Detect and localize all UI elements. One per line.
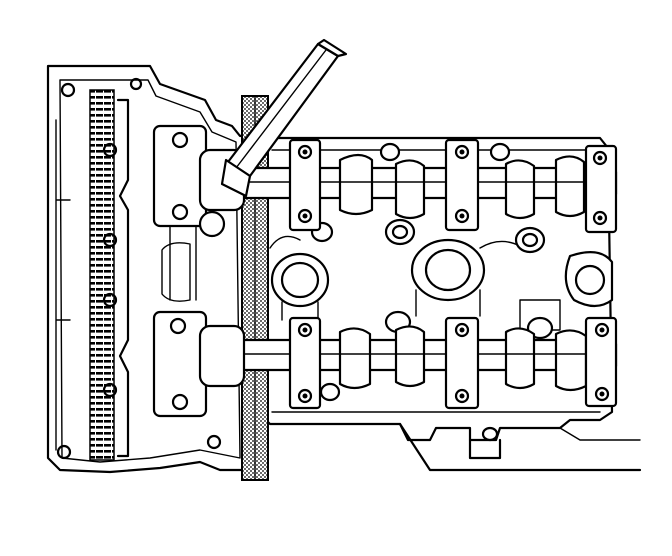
lower-bearing-cap-3 [584, 316, 618, 408]
lower-bearing-cap-1 [288, 316, 322, 410]
spark-plug-tube-1 [270, 252, 330, 321]
spark-plug-tube-2 [410, 238, 486, 317]
upper-bearing-cap-1 [288, 138, 322, 232]
upper-bearing-cap-2 [444, 138, 480, 232]
upper-camshaft [234, 153, 618, 220]
spark-plug-tube-3 [564, 251, 614, 308]
front-cover [46, 64, 254, 474]
camshaft-holding-tool [220, 38, 348, 198]
lower-sprocket-mount [152, 242, 246, 418]
upper-bearing-cap-3 [584, 144, 618, 234]
timing-chain [89, 89, 130, 461]
upper-sprocket-mount [152, 124, 246, 301]
lower-bearing-cap-2 [444, 316, 480, 410]
lower-camshaft [234, 325, 618, 392]
